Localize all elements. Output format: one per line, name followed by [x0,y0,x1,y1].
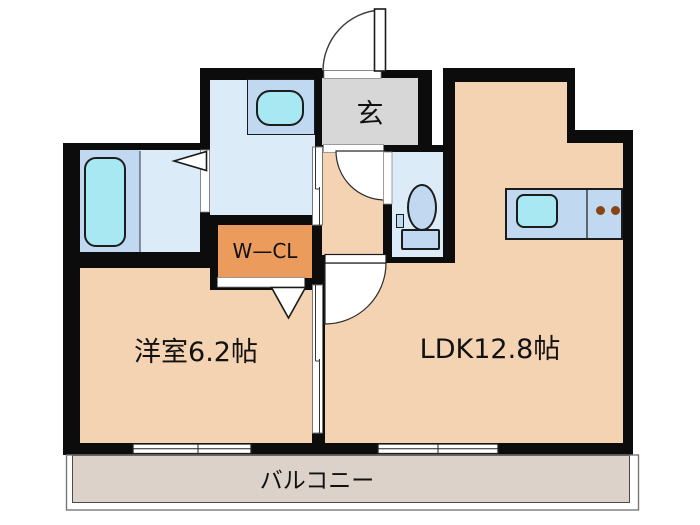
toilet-flush-handle [396,214,404,228]
kitchen-sink-basin [516,194,558,228]
room-hallway [322,148,383,255]
western-room-label: 洋室6.2帖 [134,336,258,368]
stove-burner-left [596,206,605,215]
room-western-left [80,268,210,443]
room-entrance [322,78,418,145]
stove-burner-right [611,206,620,215]
walk-in-closet-label: W—CL [232,239,298,263]
room-walk-in-closet [218,225,312,278]
vanity-basin [256,90,304,126]
toilet-bowl [407,184,437,231]
toilet-tank [401,229,440,250]
ldk-label: LDK12.8帖 [419,333,561,365]
balcony-label: バルコニー [259,468,375,494]
entrance-label: 玄 [356,99,384,130]
entrance-door-leaf [373,8,387,72]
room-ldk-upper [455,82,567,443]
entrance-door-arc [322,9,381,72]
bathtub [84,157,126,247]
